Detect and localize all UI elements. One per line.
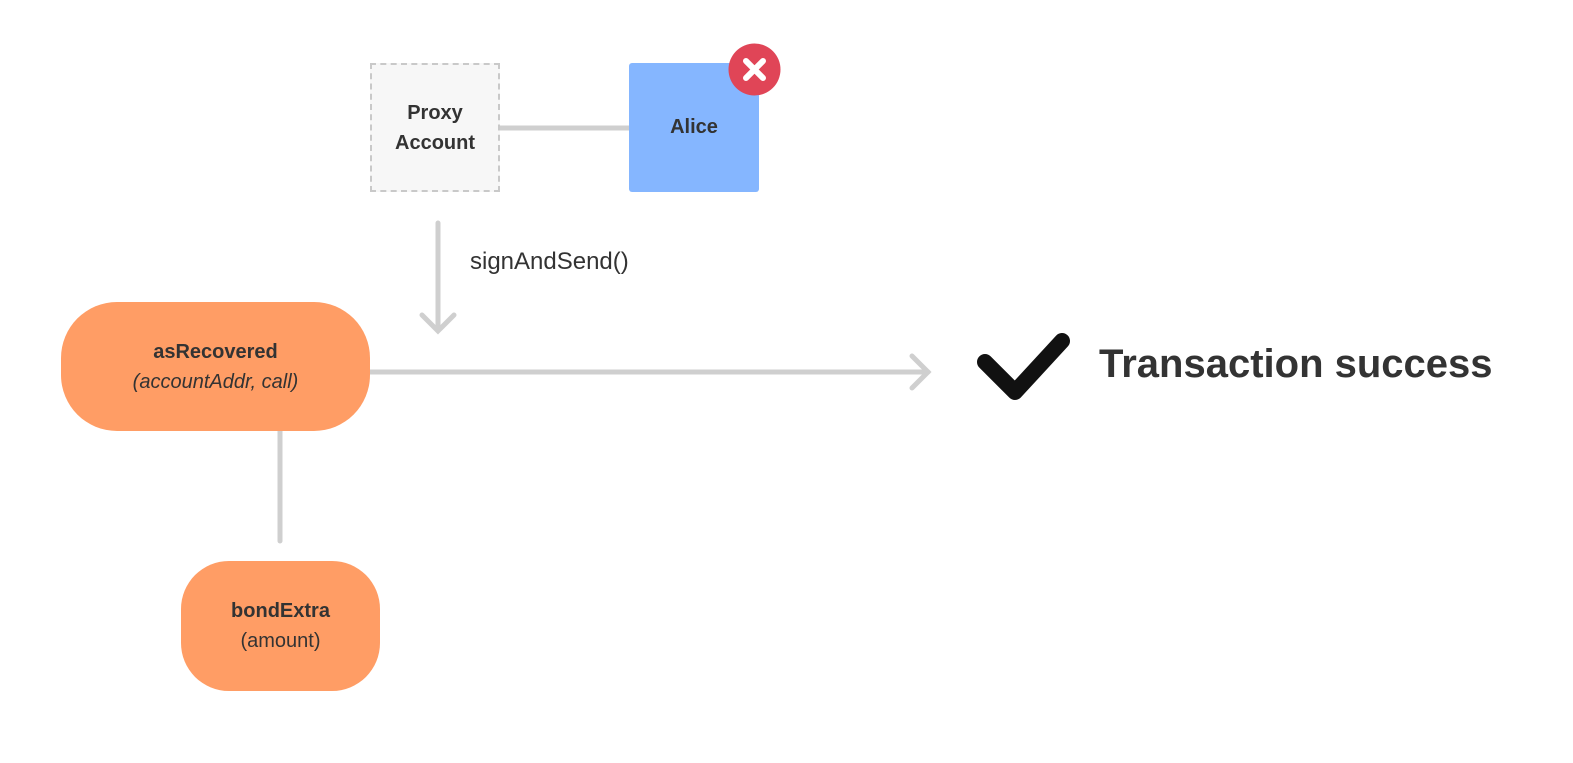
sign-and-send-arrow	[419, 220, 457, 335]
success-arrow	[367, 353, 932, 391]
bond-extra-node: bondExtra (amount)	[181, 561, 380, 691]
as-recovered-node: asRecovered (accountAddr, call)	[61, 302, 370, 431]
bond-extra-name: bondExtra	[231, 600, 330, 622]
proxy-account-line1: Proxy	[407, 101, 463, 124]
checkmark-icon	[977, 333, 1070, 400]
as-recovered-name: asRecovered	[153, 340, 278, 363]
proxy-account-node: Proxy Account	[370, 63, 500, 192]
as-recovered-args: (accountAddr, call)	[132, 370, 299, 393]
sign-and-send-label: signAndSend()	[470, 248, 629, 275]
alice-label: Alice	[670, 116, 718, 138]
close-icon	[728, 43, 781, 96]
proxy-account-line2: Account	[395, 131, 475, 154]
bond-extra-args: (amount)	[240, 630, 321, 652]
transaction-success-label: Transaction success	[1099, 342, 1493, 386]
